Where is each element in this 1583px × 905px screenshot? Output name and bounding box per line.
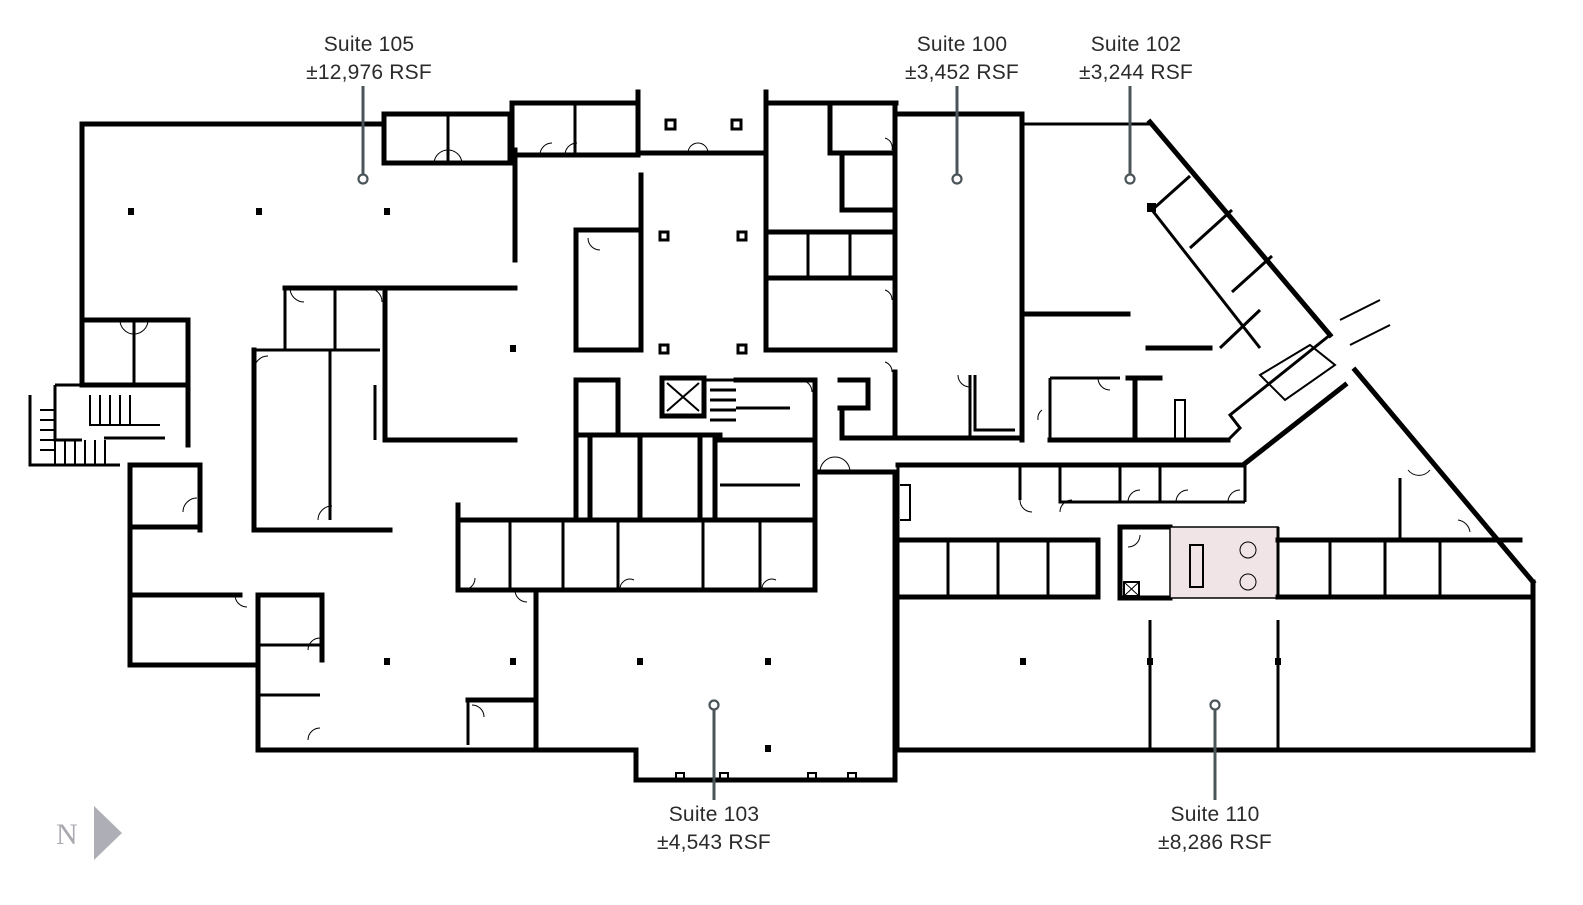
suite-label-105[interactable]: Suite 105 ±12,976 RSF bbox=[306, 31, 432, 87]
suite-label-102[interactable]: Suite 102 ±3,244 RSF bbox=[1079, 31, 1193, 87]
callout-dot-suite-102 bbox=[1124, 173, 1136, 185]
north-arrow-icon bbox=[94, 806, 122, 860]
suite-105-walls bbox=[28, 89, 641, 753]
suite-label-103[interactable]: Suite 103 ±4,543 RSF bbox=[657, 801, 771, 857]
suite-callouts bbox=[357, 86, 1221, 800]
suite-name: Suite 100 bbox=[916, 33, 1008, 56]
structural-columns bbox=[128, 118, 1281, 752]
suite-label-100[interactable]: Suite 100 ±3,452 RSF bbox=[905, 31, 1019, 87]
callout-dot-suite-105 bbox=[357, 173, 369, 185]
suite-area: ±4,543 RSF bbox=[657, 831, 771, 854]
suite-102-walls bbox=[1019, 118, 1391, 443]
suite-area: ±12,976 RSF bbox=[306, 61, 432, 84]
suite-name: Suite 103 bbox=[668, 803, 760, 826]
north-indicator: N bbox=[56, 806, 126, 862]
suite-area: ±3,244 RSF bbox=[1079, 61, 1193, 84]
callout-dot-suite-103 bbox=[708, 699, 720, 711]
callout-dot-suite-100 bbox=[951, 173, 963, 185]
suite-area: ±8,286 RSF bbox=[1158, 831, 1272, 854]
break-room-floor bbox=[1169, 526, 1279, 599]
callout-dot-suite-110 bbox=[1209, 699, 1221, 711]
suite-name: Suite 110 bbox=[1170, 803, 1260, 826]
suite-name: Suite 102 bbox=[1090, 33, 1182, 56]
suite-110-walls bbox=[895, 366, 1537, 753]
door-swings bbox=[119, 137, 1471, 741]
suite-100-walls bbox=[763, 100, 1025, 443]
core-walls bbox=[455, 89, 898, 783]
suite-area: ±3,452 RSF bbox=[905, 61, 1019, 84]
suite-name: Suite 105 bbox=[323, 33, 415, 56]
north-letter: N bbox=[56, 818, 78, 851]
suite-label-110[interactable]: Suite 110 ±8,286 RSF bbox=[1158, 801, 1272, 857]
